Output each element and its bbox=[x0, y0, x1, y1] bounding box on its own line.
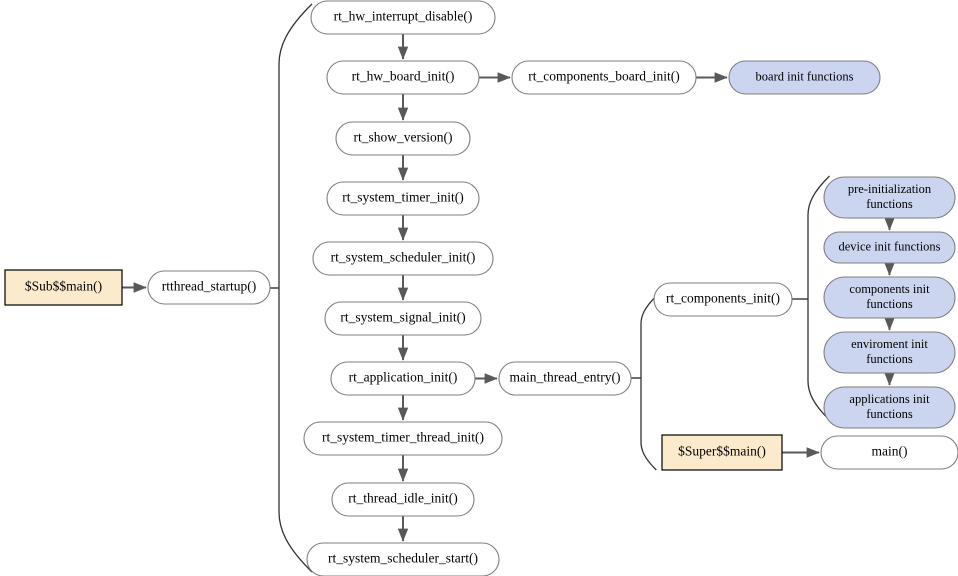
node-shape bbox=[326, 181, 480, 216]
node-shape bbox=[511, 60, 697, 95]
node-shape bbox=[653, 282, 793, 317]
node-shape bbox=[310, 0, 496, 35]
node-shape bbox=[331, 482, 475, 517]
node-label: device init functions bbox=[838, 239, 940, 253]
node-device_init_functions[interactable]: device init functions bbox=[823, 231, 956, 264]
node-shape bbox=[823, 331, 956, 374]
node-shape bbox=[326, 60, 480, 95]
node-components_init[interactable]: rt_components_init() bbox=[653, 282, 793, 317]
edges-layer bbox=[122, 34, 895, 542]
node-shape bbox=[330, 361, 476, 396]
node-label: rt_system_signal_init() bbox=[340, 310, 465, 325]
node-label: rtthread_startup() bbox=[162, 279, 256, 294]
node-shape bbox=[306, 542, 500, 576]
node-main_fn[interactable]: main() bbox=[820, 435, 958, 470]
node-components_board_init[interactable]: rt_components_board_init() bbox=[511, 60, 697, 95]
node-system_signal_init[interactable]: rt_system_signal_init() bbox=[324, 301, 482, 336]
node-sub_main[interactable]: $Sub$$main() bbox=[4, 269, 123, 306]
node-label: rt_application_init() bbox=[349, 370, 458, 385]
node-shape bbox=[820, 435, 958, 470]
node-shape bbox=[728, 60, 881, 95]
node-shape bbox=[147, 270, 271, 305]
node-rtthread_startup[interactable]: rtthread_startup() bbox=[147, 270, 271, 305]
node-label: rt_system_timer_init() bbox=[342, 190, 463, 205]
node-label: rt_system_scheduler_init() bbox=[331, 250, 476, 265]
node-shape bbox=[498, 361, 632, 396]
node-label: rt_components_init() bbox=[666, 291, 780, 306]
node-label: rt_components_board_init() bbox=[528, 69, 679, 84]
node-label: main() bbox=[872, 444, 908, 459]
node-shape bbox=[303, 421, 503, 456]
node-shape bbox=[661, 434, 783, 471]
node-hw_interrupt_disable[interactable]: rt_hw_interrupt_disable() bbox=[310, 0, 496, 35]
node-label: $Super$$main() bbox=[678, 444, 766, 459]
node-system_scheduler_init[interactable]: rt_system_scheduler_init() bbox=[312, 241, 494, 276]
nodes-layer: $Sub$$main() rtthread_startup() rt_hw_inte… bbox=[4, 0, 958, 576]
node-system_scheduler_start[interactable]: rt_system_scheduler_start() bbox=[306, 542, 500, 576]
node-shape bbox=[324, 301, 482, 336]
node-shape bbox=[312, 241, 494, 276]
brace-curve bbox=[640, 295, 657, 471]
node-label: main_thread_entry() bbox=[510, 370, 621, 385]
node-shape bbox=[4, 269, 123, 306]
node-application_init[interactable]: rt_application_init() bbox=[330, 361, 476, 396]
node-shape bbox=[823, 231, 956, 264]
brace-curve bbox=[807, 175, 830, 421]
brace-components-init-brace bbox=[792, 175, 830, 421]
brace-startup-brace bbox=[270, 3, 313, 573]
node-label: rt_system_scheduler_start() bbox=[328, 551, 478, 566]
node-label: board init functions bbox=[756, 69, 854, 83]
node-label: rt_hw_board_init() bbox=[352, 69, 455, 84]
node-label: rt_hw_interrupt_disable() bbox=[334, 9, 473, 24]
node-thread_idle_init[interactable]: rt_thread_idle_init() bbox=[331, 482, 475, 517]
node-main_thread_entry[interactable]: main_thread_entry() bbox=[498, 361, 632, 396]
node-shape bbox=[823, 176, 956, 219]
node-label: $Sub$$main() bbox=[25, 279, 102, 294]
node-shape bbox=[335, 121, 471, 156]
node-system_timer_thread_init[interactable]: rt_system_timer_thread_init() bbox=[303, 421, 503, 456]
node-label: rt_system_timer_thread_init() bbox=[322, 430, 484, 445]
brace-main-entry-brace bbox=[631, 295, 657, 471]
node-super_main[interactable]: $Super$$main() bbox=[661, 434, 783, 471]
brace-curve bbox=[278, 3, 313, 573]
node-board_init_functions[interactable]: board init functions bbox=[728, 60, 881, 95]
node-shape bbox=[823, 386, 956, 429]
node-label: rt_thread_idle_init() bbox=[348, 491, 457, 506]
node-hw_board_init[interactable]: rt_hw_board_init() bbox=[326, 60, 480, 95]
braces-layer bbox=[270, 3, 830, 573]
node-show_version[interactable]: rt_show_version() bbox=[335, 121, 471, 156]
node-system_timer_init[interactable]: rt_system_timer_init() bbox=[326, 181, 480, 216]
node-label: rt_show_version() bbox=[354, 130, 453, 145]
node-shape bbox=[823, 276, 956, 319]
